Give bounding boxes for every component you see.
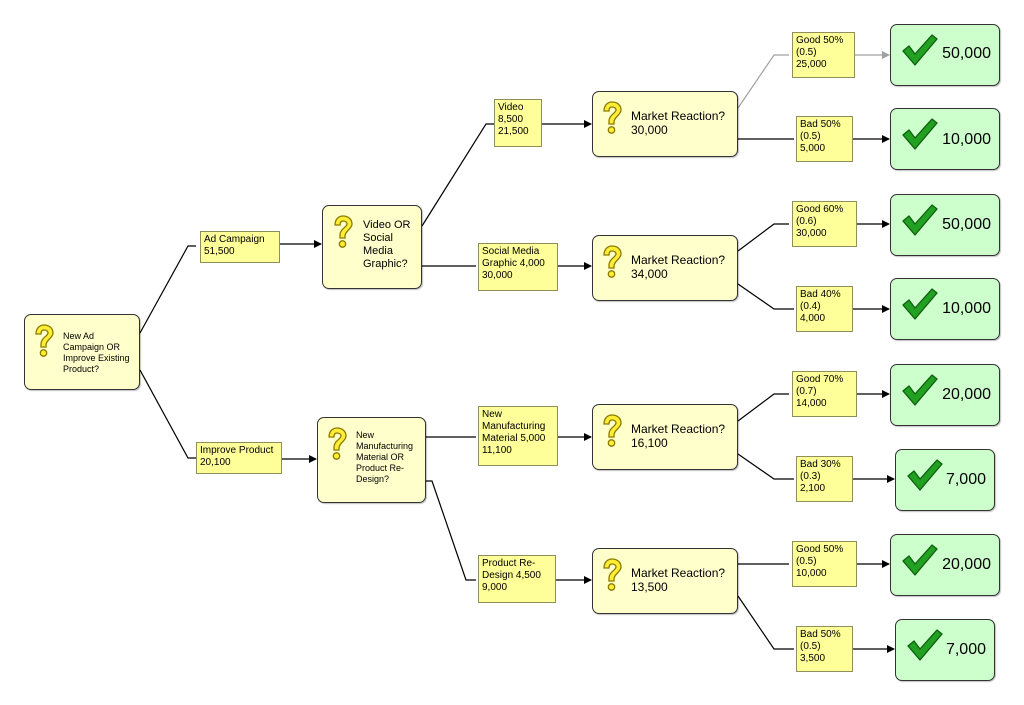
checkmark-icon (902, 34, 938, 66)
market-reaction-node-social[interactable]: Market Reaction? 34,000 (592, 235, 738, 301)
outcome-node-3[interactable]: 50,000 (890, 194, 1000, 256)
checkmark-icon (907, 459, 943, 491)
connector-mm-bad (737, 453, 794, 480)
market-reaction-text: Market Reaction? 13,500 (631, 566, 726, 594)
question-mark-icon (603, 101, 622, 134)
connector-root-ad (139, 245, 196, 334)
checkmark-icon (902, 288, 938, 320)
outcome-node-4[interactable]: 10,000 (890, 278, 1000, 340)
checkmark-icon (902, 118, 938, 150)
connector-mv-good (737, 54, 789, 109)
question-mark-icon (328, 427, 347, 460)
question-mark-icon (334, 215, 353, 248)
checkmark-icon (902, 204, 938, 236)
video-social-question-text: Video OR Social Media Graphic? (363, 219, 411, 270)
outcome-value: 50,000 (942, 45, 991, 62)
probability-label-material-bad[interactable]: Bad 30% (0.3) 2,100 (796, 456, 853, 502)
market-reaction-node-redesign[interactable]: Market Reaction? 13,500 (592, 548, 738, 614)
probability-label-social-bad[interactable]: Bad 40% (0.4) 4,000 (796, 286, 853, 332)
probability-label-redesign-good[interactable]: Good 50% (0.5) 10,000 (792, 541, 857, 587)
outcome-value: 20,000 (942, 386, 991, 403)
root-question-text: New Ad Campaign OR Improve Existing Prod… (63, 331, 130, 374)
outcome-value: 50,000 (942, 216, 991, 233)
connector-mr-bad (737, 595, 794, 650)
question-mark-icon (603, 245, 622, 278)
branch-label-ad-campaign[interactable]: Ad Campaign 51,500 (200, 231, 280, 263)
branch-label-video[interactable]: Video 8,500 21,500 (494, 99, 542, 147)
branch-label-improve-product[interactable]: Improve Product 20,100 (196, 442, 282, 474)
connector-decision-redesign (426, 480, 476, 581)
market-reaction-text: Market Reaction? 16,100 (631, 422, 726, 450)
checkmark-icon (907, 629, 943, 661)
branch-label-product-redesign[interactable]: Product Re- Design 4,500 9,000 (478, 555, 556, 603)
decision-node-manufacturing[interactable]: New Manufacturing Material OR Product Re… (317, 417, 426, 503)
connector-mm-good (737, 393, 789, 422)
outcome-value: 7,000 (945, 641, 986, 658)
probability-label-redesign-bad[interactable]: Bad 50% (0.5) 3,500 (796, 626, 853, 672)
market-reaction-text: Market Reaction? 34,000 (631, 253, 726, 281)
probability-label-video-good[interactable]: Good 50% (0.5) 25,000 (792, 32, 855, 78)
outcome-node-7[interactable]: 20,000 (890, 534, 1000, 596)
checkmark-icon (902, 544, 938, 576)
branch-label-social-media[interactable]: Social Media Graphic 4,000 30,000 (478, 243, 558, 291)
outcome-value: 7,000 (945, 471, 986, 488)
probability-label-video-bad[interactable]: Bad 50% (0.5) 5,000 (796, 116, 853, 162)
market-reaction-node-material[interactable]: Market Reaction? 16,100 (592, 404, 738, 470)
decision-node-video-social[interactable]: Video OR Social Media Graphic? (322, 205, 422, 289)
connector-decision-video (421, 123, 494, 227)
probability-label-material-good[interactable]: Good 70% (0.7) 14,000 (792, 371, 857, 417)
outcome-value: 10,000 (942, 300, 991, 317)
outcome-node-6[interactable]: 7,000 (895, 449, 995, 511)
outcome-node-2[interactable]: 10,000 (890, 108, 1000, 170)
connector-root-improve (139, 369, 196, 459)
checkmark-icon (902, 374, 938, 406)
market-reaction-text: Market Reaction? 30,000 (631, 109, 726, 137)
question-mark-icon (603, 414, 622, 447)
connector-ms-good (737, 223, 789, 252)
question-mark-icon (603, 558, 622, 591)
manufacturing-question-text: New Manufacturing Material OR Product Re… (356, 430, 414, 484)
probability-label-social-good[interactable]: Good 60% (0.6) 30,000 (792, 201, 857, 247)
outcome-value: 20,000 (942, 556, 991, 573)
branch-label-new-material[interactable]: New Manufacturing Material 5,000 11,100 (478, 406, 558, 466)
connector-ms-bad (737, 283, 794, 310)
outcome-value: 10,000 (942, 131, 991, 148)
decision-node-root[interactable]: New Ad Campaign OR Improve Existing Prod… (24, 314, 140, 390)
question-mark-icon (35, 324, 54, 357)
outcome-node-1[interactable]: 50,000 (890, 24, 1000, 86)
outcome-node-5[interactable]: 20,000 (890, 364, 1000, 426)
outcome-node-8[interactable]: 7,000 (895, 619, 995, 681)
market-reaction-node-video[interactable]: Market Reaction? 30,000 (592, 91, 738, 157)
